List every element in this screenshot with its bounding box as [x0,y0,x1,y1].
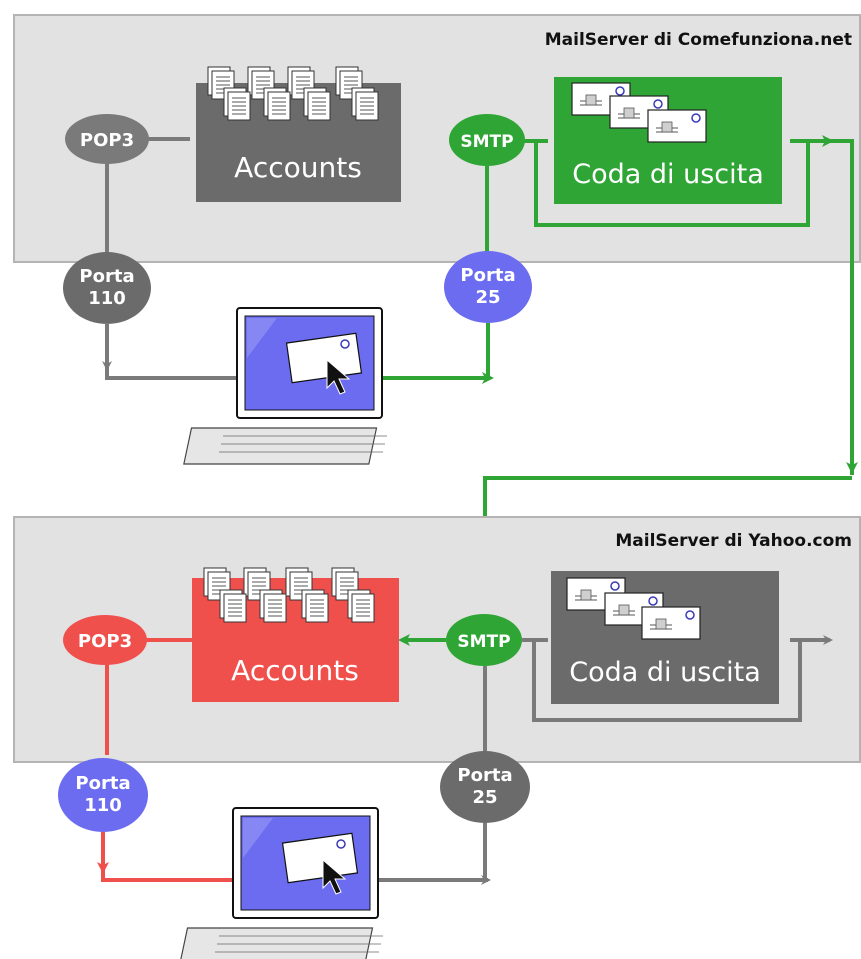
smtp-port-comefunziona: Porta 25 [444,251,532,323]
smtp-label: SMTP [457,632,510,652]
pop-port-comefunziona: Porta 110 [63,252,151,324]
server-title: MailServer di Yahoo.com [615,531,852,551]
port-line2: 25 [472,787,497,808]
smtp-node-comefunziona: SMTP [449,114,525,166]
smtp-port-yahoo: Porta 25 [440,751,530,823]
top-client-connectors [102,323,494,384]
top-connectors [105,135,834,255]
port-line2: 25 [475,287,500,308]
server-title: MailServer di Comefunziona.net [545,30,852,50]
pop3-label: POP3 [78,631,132,652]
pop3-node-comefunziona: POP3 [65,114,149,164]
port-line2: 110 [84,795,122,816]
outgoing-queue-comefunziona: Coda di uscita [554,77,782,204]
smtp-label: SMTP [460,132,513,152]
port-line1: Porta [75,773,130,794]
pop3-node-yahoo: POP3 [63,615,147,665]
computer-icon [182,307,388,465]
queue-label: Coda di uscita [569,657,761,688]
port-line1: Porta [460,265,515,286]
queue-label: Coda di uscita [572,159,764,190]
port-line1: Porta [457,765,512,786]
accounts-box-comefunziona: Accounts [196,66,401,202]
accounts-label: Accounts [234,151,362,184]
accounts-box-yahoo: Accounts [192,567,399,702]
port-line1: Porta [79,266,134,287]
accounts-label: Accounts [231,654,359,687]
pop-port-yahoo: Porta 110 [58,758,148,832]
bottom-client-connectors [97,823,491,885]
computer-icon [178,807,384,959]
bottom-connectors [105,634,833,755]
smtp-node-yahoo: SMTP [446,614,522,666]
pop3-label: POP3 [80,130,134,151]
outgoing-queue-yahoo: Coda di uscita [551,571,779,704]
port-line2: 110 [88,288,126,309]
